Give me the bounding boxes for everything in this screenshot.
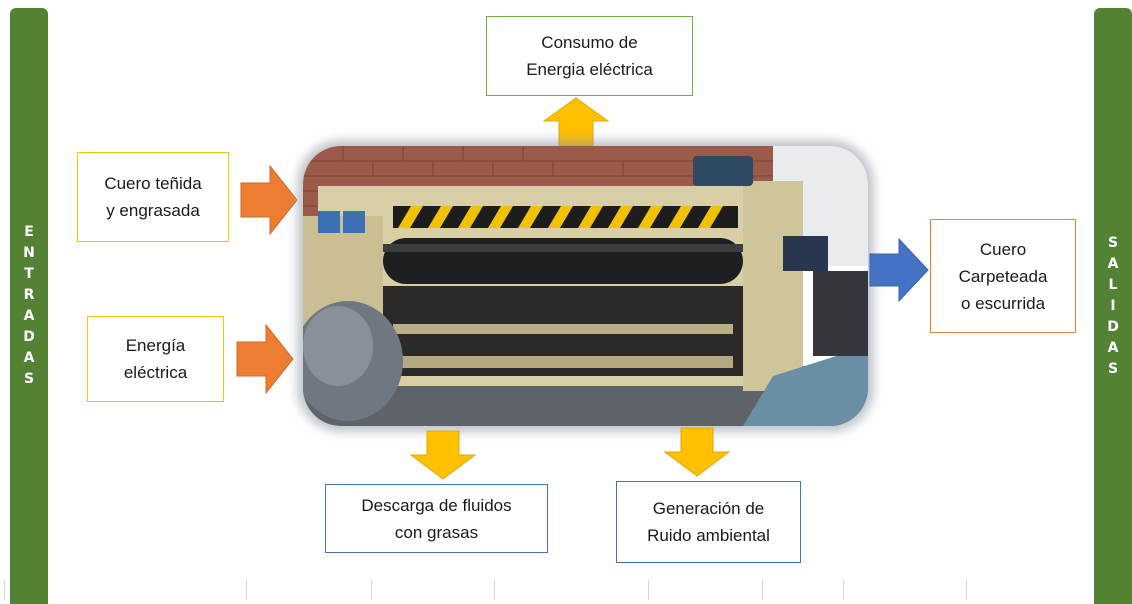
input-1-line-1: Cuero teñida: [104, 174, 202, 193]
input-leather-box: Cuero teñida y engrasada: [77, 152, 229, 242]
salidas-letter: I: [1110, 297, 1116, 314]
output-arrow-right: [869, 238, 929, 302]
input-arrow-1: [240, 165, 298, 235]
input-arrow-2: [236, 324, 294, 394]
output-top-line-2: Energia eléctrica: [526, 60, 653, 79]
entradas-letter: E: [24, 224, 34, 240]
output-top-line-1: Consumo de: [541, 33, 638, 52]
salidas-letter: S: [1107, 234, 1119, 251]
salidas-letter: D: [1107, 318, 1119, 335]
entradas-letter: A: [23, 350, 35, 366]
output-right-line-2: Carpeteada: [958, 266, 1048, 286]
entradas-letter: T: [24, 266, 34, 282]
input-2-line-1: Energía: [125, 336, 186, 355]
grid-tick: [966, 580, 967, 600]
output-fluids-box: Descarga de fluidos con grasas: [325, 484, 548, 553]
grid-tick: [762, 580, 763, 600]
output-right-line-3: o escurrida: [960, 293, 1046, 313]
salidas-letter: L: [1108, 276, 1118, 293]
salidas-letter: A: [1107, 255, 1119, 272]
entradas-letter: R: [23, 287, 35, 303]
entradas-letter: A: [23, 308, 35, 324]
output-right-line-1: Cuero: [979, 239, 1027, 259]
grid-tick: [494, 580, 495, 600]
output-energy-consumption-box: Consumo de Energia eléctrica: [486, 16, 693, 96]
input-2-line-2: eléctrica: [123, 363, 188, 382]
output-noise-box: Generación de Ruido ambiental: [616, 481, 801, 563]
up-arrow: [543, 97, 609, 147]
grid-tick: [843, 580, 844, 600]
grid-tick: [246, 580, 247, 600]
salidas-letter: A: [1107, 339, 1119, 356]
output-br-line-1: Generación de: [652, 499, 765, 518]
input-1-line-2: y engrasada: [106, 201, 200, 220]
salidas-letter: S: [1107, 360, 1119, 377]
down-arrow-right: [664, 427, 730, 477]
entradas-letter: N: [23, 245, 35, 261]
output-leather-box: Cuero Carpeteada o escurrida: [930, 219, 1076, 333]
grid-tick: [4, 580, 5, 600]
entradas-letter: D: [23, 329, 35, 345]
entradas-letter: S: [23, 371, 35, 387]
grid-tick: [648, 580, 649, 600]
output-bl-line-1: Descarga de fluidos: [361, 495, 512, 515]
input-energy-box: Energía eléctrica: [87, 316, 224, 402]
machine-photo: [303, 146, 868, 426]
output-bl-line-2: con grasas: [394, 522, 479, 542]
down-arrow-left: [410, 430, 476, 480]
grid-tick: [371, 580, 372, 600]
output-br-line-2: Ruido ambiental: [647, 526, 770, 545]
